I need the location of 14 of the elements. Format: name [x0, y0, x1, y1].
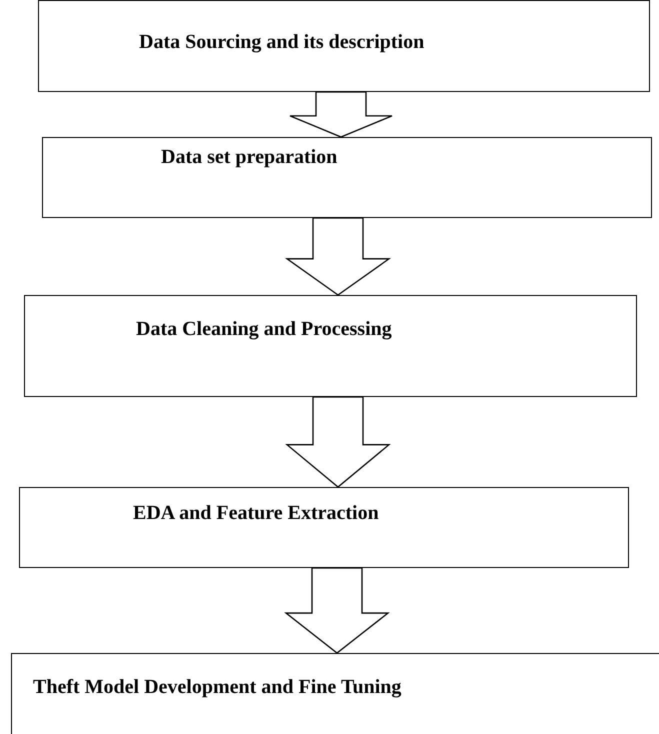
step-label: Data set preparation	[161, 146, 338, 169]
block-arrow	[289, 91, 393, 138]
process-box	[19, 487, 629, 568]
step-label: EDA and Feature Extraction	[133, 502, 379, 525]
process-box	[42, 137, 652, 218]
step-label: Data Cleaning and Processing	[136, 318, 392, 341]
process-box	[24, 295, 637, 397]
block-arrow	[284, 567, 390, 654]
step-label: Data Sourcing and its description	[139, 31, 424, 54]
step-label: Theft Model Development and Fine Tuning	[33, 676, 402, 699]
process-box	[11, 653, 659, 734]
process-box	[38, 0, 650, 92]
block-arrow	[285, 396, 391, 488]
block-arrow	[284, 217, 392, 296]
